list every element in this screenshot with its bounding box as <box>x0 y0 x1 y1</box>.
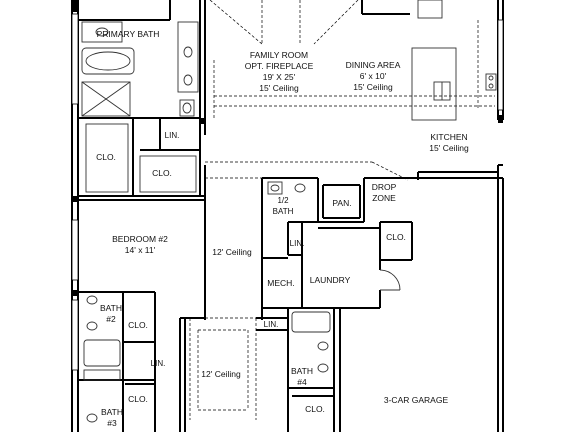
kitchen-ceiling-label: 15' Ceiling <box>429 143 469 153</box>
dining-area-ceiling-label: 15' Ceiling <box>353 82 393 92</box>
dining-area-label: DINING AREA <box>346 60 401 70</box>
drop-zone-label: DROP <box>372 182 397 192</box>
bedroom-2-label: BEDROOM #2 <box>112 234 168 244</box>
laundry-label: LAUNDRY <box>310 275 351 285</box>
clo-4-label: CLO. <box>128 320 148 330</box>
dining-area-size-label: 6' x 10' <box>360 71 387 81</box>
bath-4-label: BATH <box>291 366 313 376</box>
lin-4-label: LIN. <box>151 359 166 368</box>
bath-2-label-line2: #2 <box>106 314 116 324</box>
kitchen-label: KITCHEN <box>430 132 467 142</box>
clo-2-label: CLO. <box>152 168 172 178</box>
lin-2-label: LIN. <box>290 239 305 248</box>
ceiling-dashed-lines <box>189 0 495 420</box>
clo-5-label: CLO. <box>128 394 148 404</box>
mech-label: MECH. <box>267 278 294 288</box>
wall-fills <box>72 0 503 296</box>
half-bath-label: 1/2 <box>277 196 289 205</box>
family-room-size-label: 19' X 25' <box>263 72 296 82</box>
bedroom-2-size-label: 14' x 11' <box>125 245 156 255</box>
bath-2-label: BATH <box>100 303 122 313</box>
fixtures <box>81 0 497 423</box>
primary-bath-label: PRIMARY BATH <box>97 29 160 39</box>
room-labels: PRIMARY BATH FAMILY ROOM OPT. FIREPLACE … <box>96 29 469 428</box>
windows <box>71 13 504 371</box>
clo-1-label: CLO. <box>96 152 116 162</box>
hall-ceiling-1-label: 12' Ceiling <box>212 247 252 257</box>
half-bath-label-line2: BATH <box>273 207 294 216</box>
family-room-label: FAMILY ROOM <box>250 50 308 60</box>
bath-3-label: BATH <box>101 407 123 417</box>
family-room-ceiling-label: 15' Ceiling <box>259 83 299 93</box>
bath-3-label-line2: #3 <box>107 418 117 428</box>
bath-4-label-line2: #4 <box>297 377 307 387</box>
family-room-fireplace-label: OPT. FIREPLACE <box>245 61 314 71</box>
pantry-label: PAN. <box>332 198 351 208</box>
hall-ceiling-2-label: 12' Ceiling <box>201 369 241 379</box>
garage-label: 3-CAR GARAGE <box>384 395 449 405</box>
lin-1-label: LIN. <box>165 131 180 140</box>
drop-zone-label-line2: ZONE <box>372 193 396 203</box>
clo-6-label: CLO. <box>305 404 325 414</box>
clo-3-label: CLO. <box>386 232 406 242</box>
lin-3-label: LIN. <box>264 320 279 329</box>
